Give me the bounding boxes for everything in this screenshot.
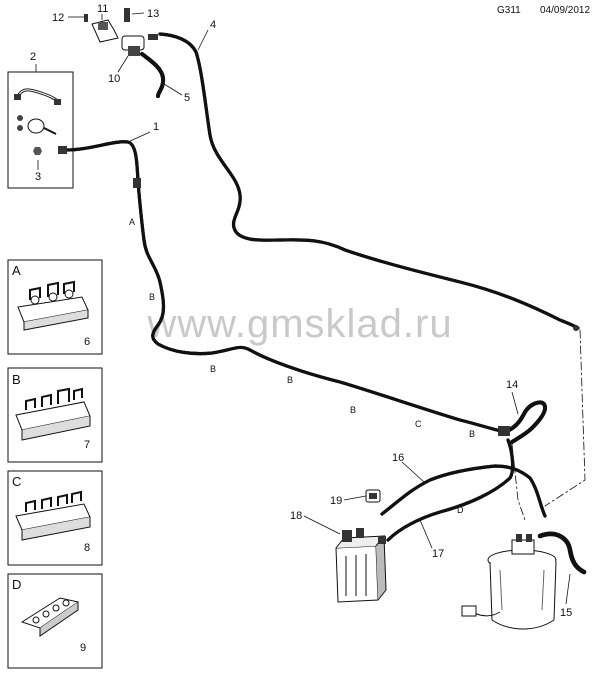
callout-14: 14 — [506, 379, 518, 391]
panel-letter-A: A — [12, 263, 21, 278]
clip-8-drawing — [15, 490, 91, 541]
segment-label-b-4: B — [350, 405, 356, 415]
segment-label-d: D — [457, 505, 464, 515]
fuel-pump-module — [461, 534, 557, 630]
callout-19: 19 — [330, 495, 342, 507]
segment-label-c: C — [415, 419, 422, 429]
callout-12: 12 — [52, 12, 64, 24]
callout-17: 17 — [432, 548, 444, 560]
inset-panel-A — [7, 259, 103, 355]
panel-letter-D: D — [12, 577, 21, 592]
callout-15: 15 — [560, 607, 572, 619]
segment-label-b-5: B — [469, 429, 475, 439]
callout-2: 2 — [30, 51, 36, 63]
callout-10: 10 — [108, 73, 120, 85]
segment-label-b-2: B — [210, 364, 216, 374]
bolt-12 — [84, 14, 88, 22]
callout-6: 6 — [84, 336, 90, 348]
callout-13: 13 — [147, 8, 159, 20]
inset-panel-B — [7, 367, 103, 463]
callout-16: 16 — [392, 452, 404, 464]
panel-letter-B: B — [12, 372, 21, 387]
callout-8: 8 — [84, 542, 90, 554]
diagram-code: G311 — [497, 5, 521, 16]
quick-connector-14 — [498, 325, 579, 436]
clip-9-drawing — [20, 597, 80, 637]
callout-1: 1 — [153, 121, 159, 133]
callout-5: 5 — [184, 92, 190, 104]
clip-7-drawing — [15, 387, 91, 441]
canister-valve-10 — [121, 34, 158, 56]
segment-label-b-1: B — [149, 292, 155, 302]
diagram-date: 04/09/2012 — [540, 5, 591, 16]
fuel-lines — [64, 32, 587, 575]
callout-4: 4 — [210, 19, 216, 31]
segment-label-a: A — [129, 217, 135, 227]
panel-letter-C: C — [12, 474, 21, 489]
callout-9: 9 — [80, 642, 86, 654]
clip-6-drawing — [17, 280, 89, 331]
callout-labels: 1 2 3 4 5 6 7 8 9 10 11 12 13 14 15 16 1… — [30, 3, 572, 654]
callout-18: 18 — [290, 510, 302, 522]
inset-panel-C — [7, 470, 103, 566]
inset-panel-D — [7, 573, 103, 669]
callout-3: 3 — [35, 171, 41, 183]
clip-13 — [124, 8, 130, 22]
segment-labels: A B B B B B C D — [129, 217, 475, 515]
bracket-11 — [91, 19, 119, 43]
segment-label-b-3: B — [287, 375, 293, 385]
evap-canister-18 — [335, 528, 387, 603]
connector-1-end — [58, 146, 141, 188]
callout-11: 11 — [97, 3, 108, 15]
panel-letters: A B C D — [12, 263, 21, 592]
callout-7: 7 — [84, 439, 90, 451]
watermark: www.gmsklad.ru — [147, 302, 453, 346]
valve-19 — [365, 489, 381, 503]
inset-panel-2 — [7, 71, 74, 189]
leader-lines — [35, 12, 571, 605]
